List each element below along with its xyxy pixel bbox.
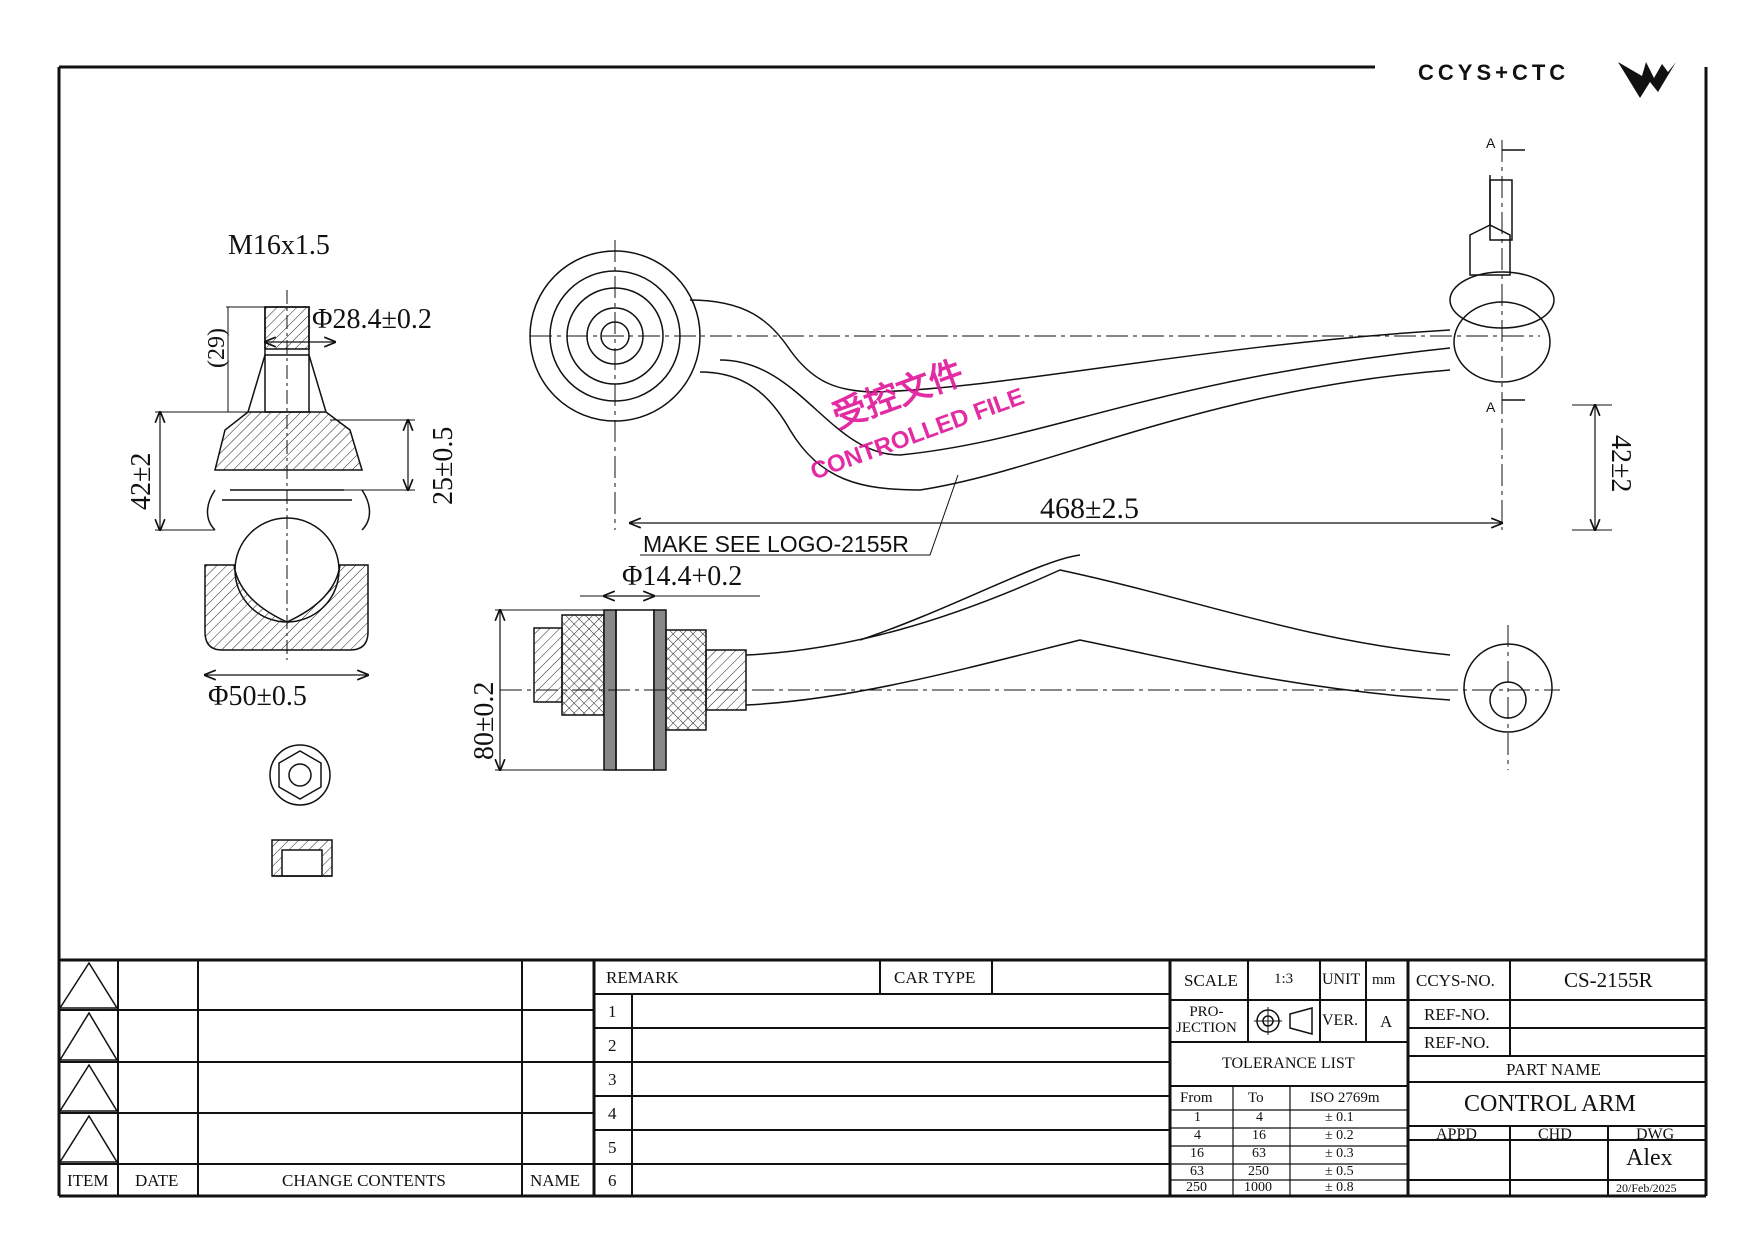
scale-value: 1:3 [1274, 971, 1294, 987]
logo-note: MAKE SEE LOGO-2155R [643, 531, 909, 557]
part-name-label: PART NAME [1506, 1060, 1601, 1079]
dim-arm-length: 468±2.5 [1040, 492, 1139, 525]
ball-joint-section-view [155, 290, 415, 675]
tol-header-to: To [1248, 1090, 1264, 1106]
tol-row-1-from: 1 [1194, 1110, 1201, 1125]
scale-label: SCALE [1184, 971, 1238, 990]
ver-label: VER. [1322, 1012, 1358, 1029]
tol-row-5-val: ± 0.8 [1325, 1180, 1354, 1195]
remark-row-3: 3 [608, 1070, 617, 1089]
projection-label: PRO- JECTION [1176, 1004, 1237, 1036]
nut-side-view [271, 839, 333, 877]
ver-value: A [1380, 1012, 1393, 1031]
dwg-label: DWG [1636, 1126, 1675, 1143]
tol-row-3-from: 16 [1190, 1146, 1204, 1161]
rev-header-change: CHANGE CONTENTS [282, 1171, 446, 1190]
tol-row-3-val: ± 0.3 [1325, 1146, 1354, 1161]
remark-row-6: 6 [608, 1171, 617, 1190]
remark-row-2: 2 [608, 1036, 617, 1055]
part-name-value: CONTROL ARM [1464, 1091, 1636, 1117]
tol-row-2-to: 16 [1252, 1128, 1266, 1143]
tol-header-iso: ISO 2769m [1310, 1090, 1380, 1106]
dim-thread: M16x1.5 [228, 230, 330, 261]
chd-label: CHD [1538, 1126, 1572, 1143]
tol-row-1-val: ± 0.1 [1325, 1110, 1354, 1125]
remark-row-1: 1 [608, 1002, 617, 1021]
dim-housing-height: 25±0.5 [428, 427, 459, 505]
dim-stud-len: (29) [204, 328, 230, 368]
remark-label: REMARK [606, 968, 679, 987]
dim-right-height: 42±2 [1605, 435, 1636, 492]
tol-row-5-from: 250 [1186, 1180, 1207, 1195]
drawing-date: 20/Feb/2025 [1616, 1181, 1677, 1195]
tol-row-1-to: 4 [1256, 1110, 1263, 1125]
dim-stud-dia: Φ28.4±0.2 [312, 304, 432, 335]
dim-joint-height: 42±2 [126, 453, 157, 510]
tol-row-4-to: 250 [1248, 1164, 1269, 1179]
title-block-grid [58, 960, 1706, 1196]
dim-bush-dia: Φ14.4+0.2 [622, 561, 742, 592]
remark-row-5: 5 [608, 1138, 617, 1157]
brand-logo: CCYS+CTC [1418, 60, 1676, 98]
controlled-file-watermark: 受控文件 CONTROLLED FILE [807, 353, 1028, 486]
ref-no-label-2: REF-NO. [1424, 1033, 1490, 1052]
ref-no-label-1: REF-NO. [1424, 1005, 1490, 1024]
drawn-by: Alex [1626, 1145, 1673, 1171]
ccys-no-label: CCYS-NO. [1416, 971, 1495, 990]
rev-header-item: ITEM [67, 1171, 109, 1190]
ccys-no-value: CS-2155R [1564, 968, 1653, 992]
unit-label: UNIT [1322, 971, 1361, 988]
sheet-border [57, 65, 1708, 1198]
rev-header-date: DATE [135, 1171, 179, 1190]
tol-row-4-from: 63 [1190, 1164, 1204, 1179]
tol-row-3-to: 63 [1252, 1146, 1266, 1161]
tol-row-2-val: ± 0.2 [1325, 1128, 1354, 1143]
projection-symbol-icon [1254, 1007, 1313, 1035]
section-label-top: A [1486, 135, 1496, 151]
tol-row-4-val: ± 0.5 [1325, 1164, 1354, 1179]
rev-header-name: NAME [530, 1171, 581, 1190]
car-type-label: CAR TYPE [894, 968, 976, 987]
unit-value: mm [1372, 972, 1396, 988]
brand-logo-text: CCYS+CTC [1418, 60, 1569, 85]
control-arm-front-view [495, 554, 1560, 770]
remark-row-4: 4 [608, 1104, 617, 1123]
nut-top-view [269, 744, 331, 806]
section-label-bottom: A [1486, 399, 1496, 415]
tolerance-title: TOLERANCE LIST [1222, 1055, 1355, 1072]
tol-row-2-from: 4 [1194, 1128, 1201, 1143]
control-arm-top-view [529, 140, 1612, 556]
tol-row-5-to: 1000 [1244, 1180, 1272, 1195]
tol-header-from: From [1180, 1090, 1213, 1106]
dim-housing-dia: Φ50±0.5 [208, 681, 307, 712]
appd-label: APPD [1436, 1126, 1477, 1143]
dim-bush-width: 80±0.2 [469, 682, 500, 760]
